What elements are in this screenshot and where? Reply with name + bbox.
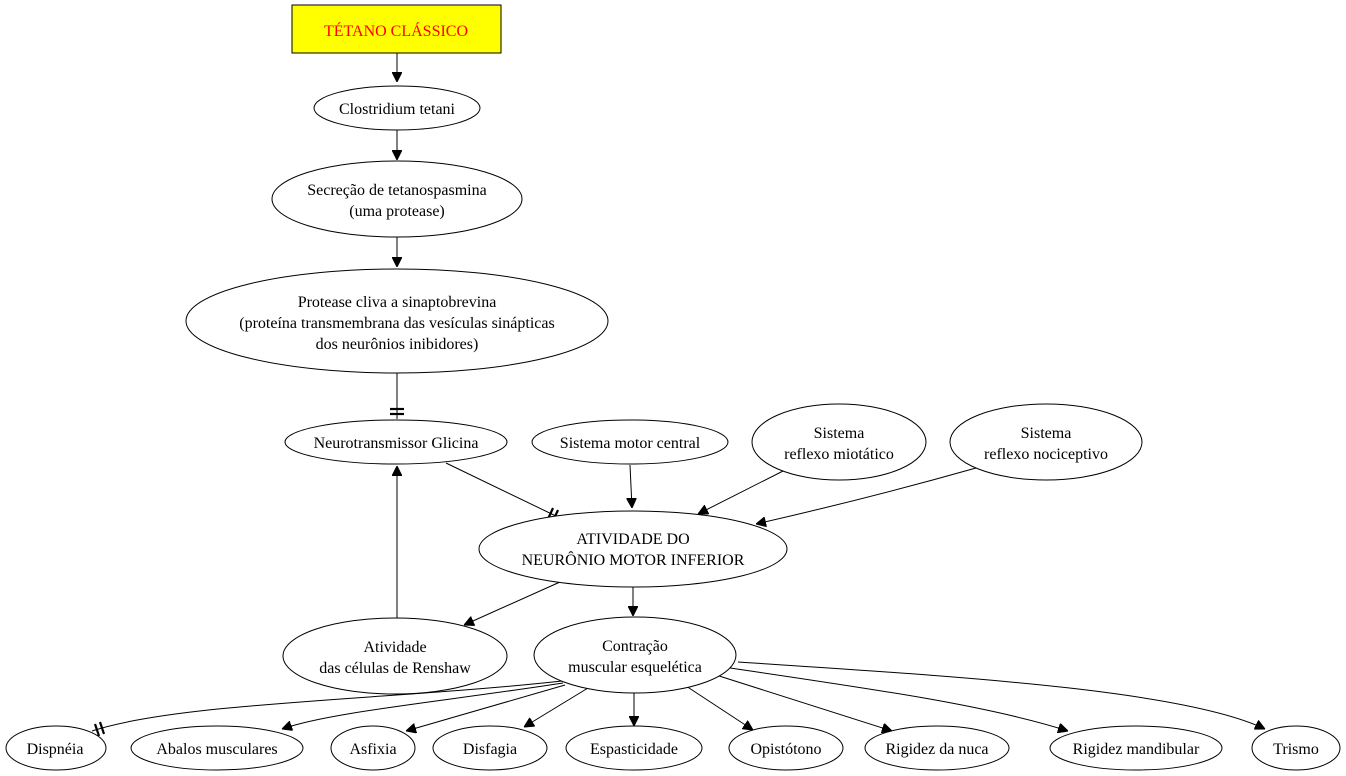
disfagia-label-line: Disfagia xyxy=(463,741,517,758)
nociceptivo-label-line: Sistema xyxy=(1021,425,1072,442)
edge-contracao-disfagia xyxy=(524,687,589,727)
node-glicina-text: Neurotransmissor Glicina xyxy=(314,435,479,452)
node-contracao-text: Contração muscular esquelética xyxy=(568,638,702,676)
node-renshaw-text: Atividade das células de Renshaw xyxy=(319,639,471,677)
nociceptivo-label-line: reflexo nociceptivo xyxy=(984,446,1108,463)
atividade-label-line: ATIVIDADE DO xyxy=(576,531,689,548)
edge-contracao-trismo xyxy=(737,661,1265,729)
tetano-label-line: TÉTANO CLÁSSICO xyxy=(324,21,468,40)
edge-contracao-abalos xyxy=(282,682,564,729)
node-opistotono-text: Opistótono xyxy=(750,741,821,758)
edges xyxy=(91,53,1265,737)
node-sistema-reflexo-nociceptivo: Sistema reflexo nociceptivo xyxy=(949,403,1143,481)
node-clostridium-text: Clostridium tetani xyxy=(339,101,456,118)
node-clostridium-tetani: Clostridium tetani xyxy=(313,85,481,131)
edge-motor-central-atividade xyxy=(630,464,632,508)
node-protease-cliva: Protease cliva a sinaptobrevina (proteína… xyxy=(185,268,609,374)
node-abalos-musculares: Abalos musculares xyxy=(130,725,304,771)
motor_central-label-line: Sistema motor central xyxy=(560,435,701,452)
clostridium-label-line: Clostridium tetani xyxy=(339,101,456,118)
edge-nociceptivo-atividade xyxy=(756,467,977,524)
edge-contracao-rigidez-nuca xyxy=(715,674,892,731)
rigidez_mandibular-label-line: Rigidez mandibular xyxy=(1073,741,1200,758)
inhibition-mark-glicina xyxy=(390,407,404,416)
node-protease-text: Protease cliva a sinaptobrevina (proteína… xyxy=(239,294,554,353)
atividade-label-line: NEURÔNIO MOTOR INFERIOR xyxy=(522,550,745,569)
node-tetano-classico: TÉTANO CLÁSSICO xyxy=(291,4,502,54)
node-abalos-text: Abalos musculares xyxy=(156,741,277,758)
glicina-label-line: Neurotransmissor Glicina xyxy=(314,435,479,452)
secrecao-label-line: Secreção de tetanospasmina xyxy=(307,182,486,199)
edge-atividade-renshaw xyxy=(464,581,561,625)
node-rigidez-nuca-text: Rigidez da nuca xyxy=(885,741,988,758)
node-asfixia: Asfixia xyxy=(330,725,416,771)
node-dispneia: Dispnéia xyxy=(5,725,107,771)
miotatico-label-line: Sistema xyxy=(814,425,865,442)
node-miotatico-text: Sistema reflexo miotático xyxy=(784,425,894,463)
node-opistotono: Opistótono xyxy=(728,725,844,771)
renshaw-label-line: das células de Renshaw xyxy=(319,660,471,677)
espasticidade-label-line: Espasticidade xyxy=(590,741,678,758)
node-nociceptivo-text: Sistema reflexo nociceptivo xyxy=(984,425,1108,463)
node-espasticidade: Espasticidade xyxy=(565,725,703,771)
protease-label-line: (proteína transmembrana das vesículas si… xyxy=(239,315,554,332)
node-sistema-reflexo-miotatico: Sistema reflexo miotático xyxy=(751,403,927,481)
node-disfagia-text: Disfagia xyxy=(463,741,517,758)
node-trismo: Trismo xyxy=(1251,725,1341,771)
protease-label-line: Protease cliva a sinaptobrevina xyxy=(298,294,497,311)
node-atividade-neuronio-motor: ATIVIDADE DO NEURÔNIO MOTOR INFERIOR xyxy=(478,510,788,588)
protease-label-line: dos neurônios inibidores) xyxy=(316,336,479,353)
renshaw-label-line: Atividade xyxy=(363,639,426,656)
edge-glicina-atividade xyxy=(445,462,561,519)
node-secrecao-text: Secreção de tetanospasmina (uma protease) xyxy=(307,182,486,220)
contracao-label-line: muscular esquelética xyxy=(568,659,702,676)
contracao-label-line: Contração xyxy=(602,638,668,655)
node-rigidez-mandibular: Rigidez mandibular xyxy=(1049,725,1223,771)
edge-contracao-opistotono xyxy=(685,685,753,730)
node-contracao-muscular: Contração muscular esquelética xyxy=(533,616,737,694)
edge-contracao-rigidez-mandibular xyxy=(729,667,1068,731)
dispneia-label-line: Dispnéia xyxy=(27,741,84,758)
asfixia-label-line: Asfixia xyxy=(349,741,396,758)
abalos-label-line: Abalos musculares xyxy=(156,741,277,758)
node-rigidez-nuca: Rigidez da nuca xyxy=(864,725,1010,771)
rigidez_nuca-label-line: Rigidez da nuca xyxy=(885,741,988,758)
inhibition-mark-dispneia xyxy=(93,721,106,737)
title-box xyxy=(291,4,502,54)
node-secrecao-tetanospasmina: Secreção de tetanospasmina (uma protease) xyxy=(271,160,523,238)
node-motor-central-text: Sistema motor central xyxy=(560,435,701,452)
node-neurotransmissor-glicina: Neurotransmissor Glicina xyxy=(284,419,508,465)
node-disfagia: Disfagia xyxy=(432,725,548,771)
node-rigidez-mandibular-text: Rigidez mandibular xyxy=(1073,741,1200,758)
secrecao-label-line: (uma protease) xyxy=(349,203,445,220)
node-asfixia-text: Asfixia xyxy=(349,741,396,758)
opistotono-label-line: Opistótono xyxy=(750,741,821,758)
edge-miotatico-atividade xyxy=(698,469,786,514)
node-tetano-text: TÉTANO CLÁSSICO xyxy=(324,21,468,40)
edge-contracao-dispneia xyxy=(91,680,563,732)
node-atividade-text: ATIVIDADE DO NEURÔNIO MOTOR INFERIOR xyxy=(522,531,745,569)
trismo-label-line: Trismo xyxy=(1273,741,1319,758)
node-dispneia-text: Dispnéia xyxy=(27,741,84,758)
node-sistema-motor-central: Sistema motor central xyxy=(531,419,729,465)
edge-contracao-asfixia xyxy=(406,684,566,731)
miotatico-label-line: reflexo miotático xyxy=(784,446,894,463)
node-trismo-text: Trismo xyxy=(1273,741,1319,758)
node-espasticidade-text: Espasticidade xyxy=(590,741,678,758)
node-atividade-renshaw: Atividade das células de Renshaw xyxy=(282,617,508,695)
